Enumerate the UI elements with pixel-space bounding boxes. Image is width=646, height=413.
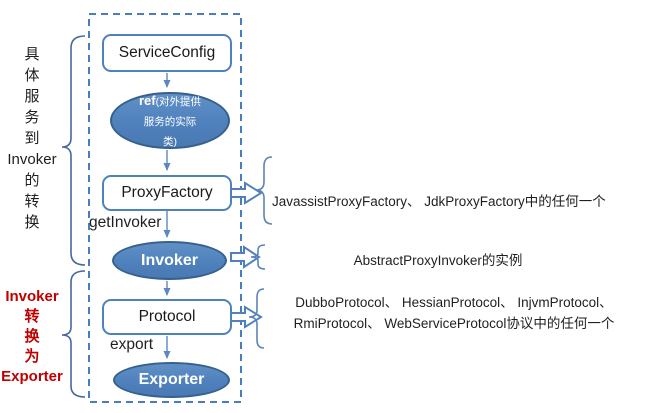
node-serviceconfig: ServiceConfig	[102, 34, 232, 72]
brace-protocol-options	[248, 288, 265, 349]
dashed-boundary-box	[88, 13, 242, 403]
node-ref-main-text: ref	[138, 92, 156, 108]
brace-left-top-group	[61, 35, 86, 266]
node-ref-sub-text: (对外提供服务的实际类)	[143, 95, 202, 148]
node-proxyfactory-label: ProxyFactory	[121, 184, 213, 201]
node-invoker: Invoker	[112, 241, 227, 280]
node-exporter-label: Exporter	[138, 371, 205, 388]
node-invoker-label: Invoker	[141, 251, 198, 269]
block-arrow-proxyfactory-icon	[230, 181, 263, 205]
node-proxyfactory: ProxyFactory	[102, 175, 232, 211]
right-annotation-invoker: AbstractProxyInvoker的实例	[353, 253, 523, 268]
edge-label-getinvoker: getInvoker	[89, 214, 162, 231]
node-ref: ref(对外提供服务的实际类)	[110, 92, 230, 149]
node-ref-label: ref(对外提供服务的实际类)	[137, 91, 203, 151]
node-serviceconfig-label: ServiceConfig	[118, 44, 216, 61]
block-arrow-protocol-icon	[230, 305, 263, 329]
node-protocol: Protocol	[102, 299, 232, 335]
left-annotation-service-to-invoker: 具 体 服 务 到 Invoker 的 转 换	[7, 46, 57, 231]
brace-proxyfactory-options	[255, 156, 273, 225]
node-exporter: Exporter	[113, 362, 230, 398]
left-annotation-invoker-to-exporter: Invoker 转 换 为 Exporter	[1, 288, 63, 385]
edge-label-export: export	[110, 336, 154, 353]
right-annotation-proxyfactory: JavassistProxyFactory、 JdkProxyFactory中的…	[272, 194, 606, 209]
right-annotation-protocol: DubboProtocol、 HessianProtocol、 InjvmPro…	[293, 295, 615, 331]
block-arrow-invoker-icon	[230, 245, 261, 269]
node-protocol-label: Protocol	[138, 308, 196, 325]
brace-left-bottom-group	[61, 270, 86, 398]
brace-invoker-options	[250, 244, 266, 270]
